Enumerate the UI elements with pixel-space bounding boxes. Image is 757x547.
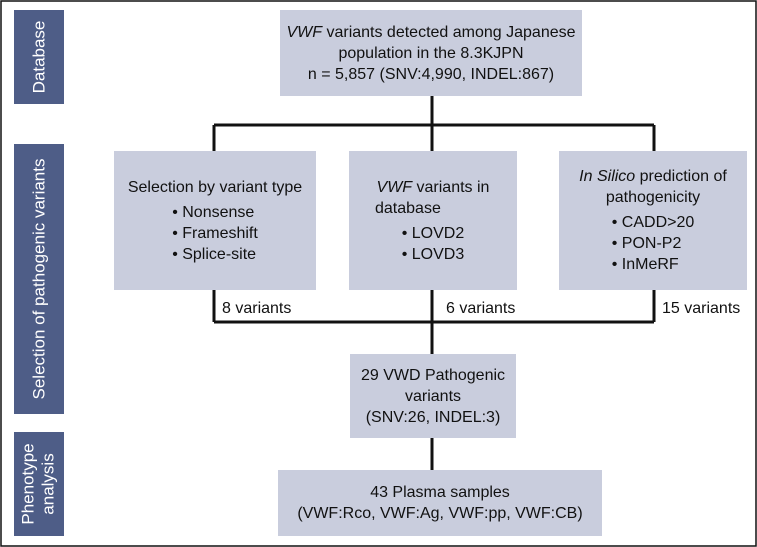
list-item: Nonsense xyxy=(172,202,258,223)
count-insilico: 15 variants xyxy=(662,300,741,317)
list-item: PON-P2 xyxy=(612,233,695,254)
box-pathogenic-variants: 29 VWD Pathogenic variants (SNV:26, INDE… xyxy=(350,354,516,438)
box-vwf-variants-in-database: VWF variants in database LOVD2 LOVD3 xyxy=(349,151,517,290)
list-item: LOVD2 xyxy=(402,223,464,244)
box-vwf-variants-detected: VWF variants detected among Japanese pop… xyxy=(280,10,582,96)
list-item: Splice-site xyxy=(172,244,258,265)
box-in-silico-prediction: In Silico prediction of pathogenicity CA… xyxy=(559,151,747,290)
box-plasma-samples: 43 Plasma samples (VWF:Rco, VWF:Ag, VWF:… xyxy=(278,470,602,536)
list-item: Frameshift xyxy=(172,223,258,244)
list-item: LOVD3 xyxy=(402,244,464,265)
list-item: CADD>20 xyxy=(612,212,694,233)
database-list: LOVD2 LOVD3 xyxy=(402,223,464,265)
count-database: 6 variants xyxy=(446,300,516,317)
insilico-list: CADD>20 PON-P2 InMeRF xyxy=(612,212,695,275)
list-item: InMeRF xyxy=(612,254,695,275)
box-selection-by-variant-type: Selection by variant type Nonsense Frame… xyxy=(114,151,316,290)
variant-type-list: Nonsense Frameshift Splice-site xyxy=(172,202,258,265)
side-label-database: Database xyxy=(14,10,64,104)
side-label-selection: Selection of pathogenic variants xyxy=(14,144,64,414)
count-variant-type: 8 variants xyxy=(222,300,292,317)
